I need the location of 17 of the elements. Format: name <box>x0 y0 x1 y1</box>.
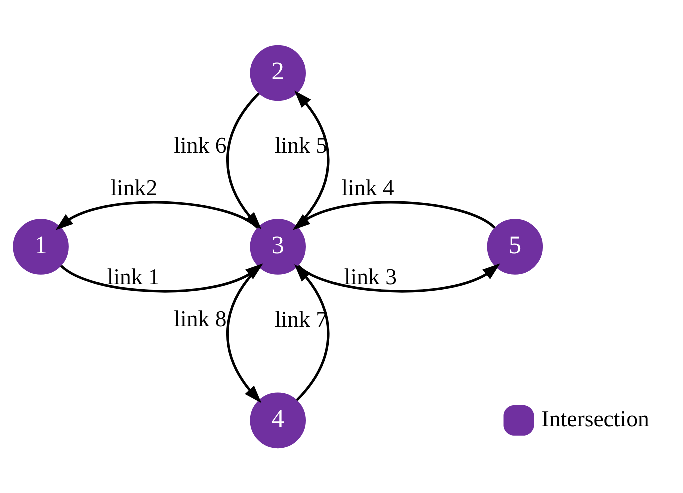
edge-label: link 6 <box>174 132 227 158</box>
edge-label: link 1 <box>107 264 160 289</box>
edge-label: link 8 <box>174 306 227 332</box>
arrow <box>294 264 330 401</box>
edge-label: link 5 <box>274 132 328 158</box>
node-circle: 5 <box>487 218 544 274</box>
edge-label: link 3 <box>344 264 397 289</box>
arrow <box>292 200 496 230</box>
node-circle: 4 <box>250 392 306 448</box>
edge-label: link2 <box>110 174 158 200</box>
legend-label: Intersection <box>542 406 650 431</box>
node-circle: 2 <box>250 44 306 101</box>
node-circle: 3 <box>250 218 306 274</box>
arrow <box>56 200 259 230</box>
edge-label: link 4 <box>342 174 394 200</box>
node-circle: 1 <box>13 218 69 274</box>
arrow <box>298 263 500 292</box>
